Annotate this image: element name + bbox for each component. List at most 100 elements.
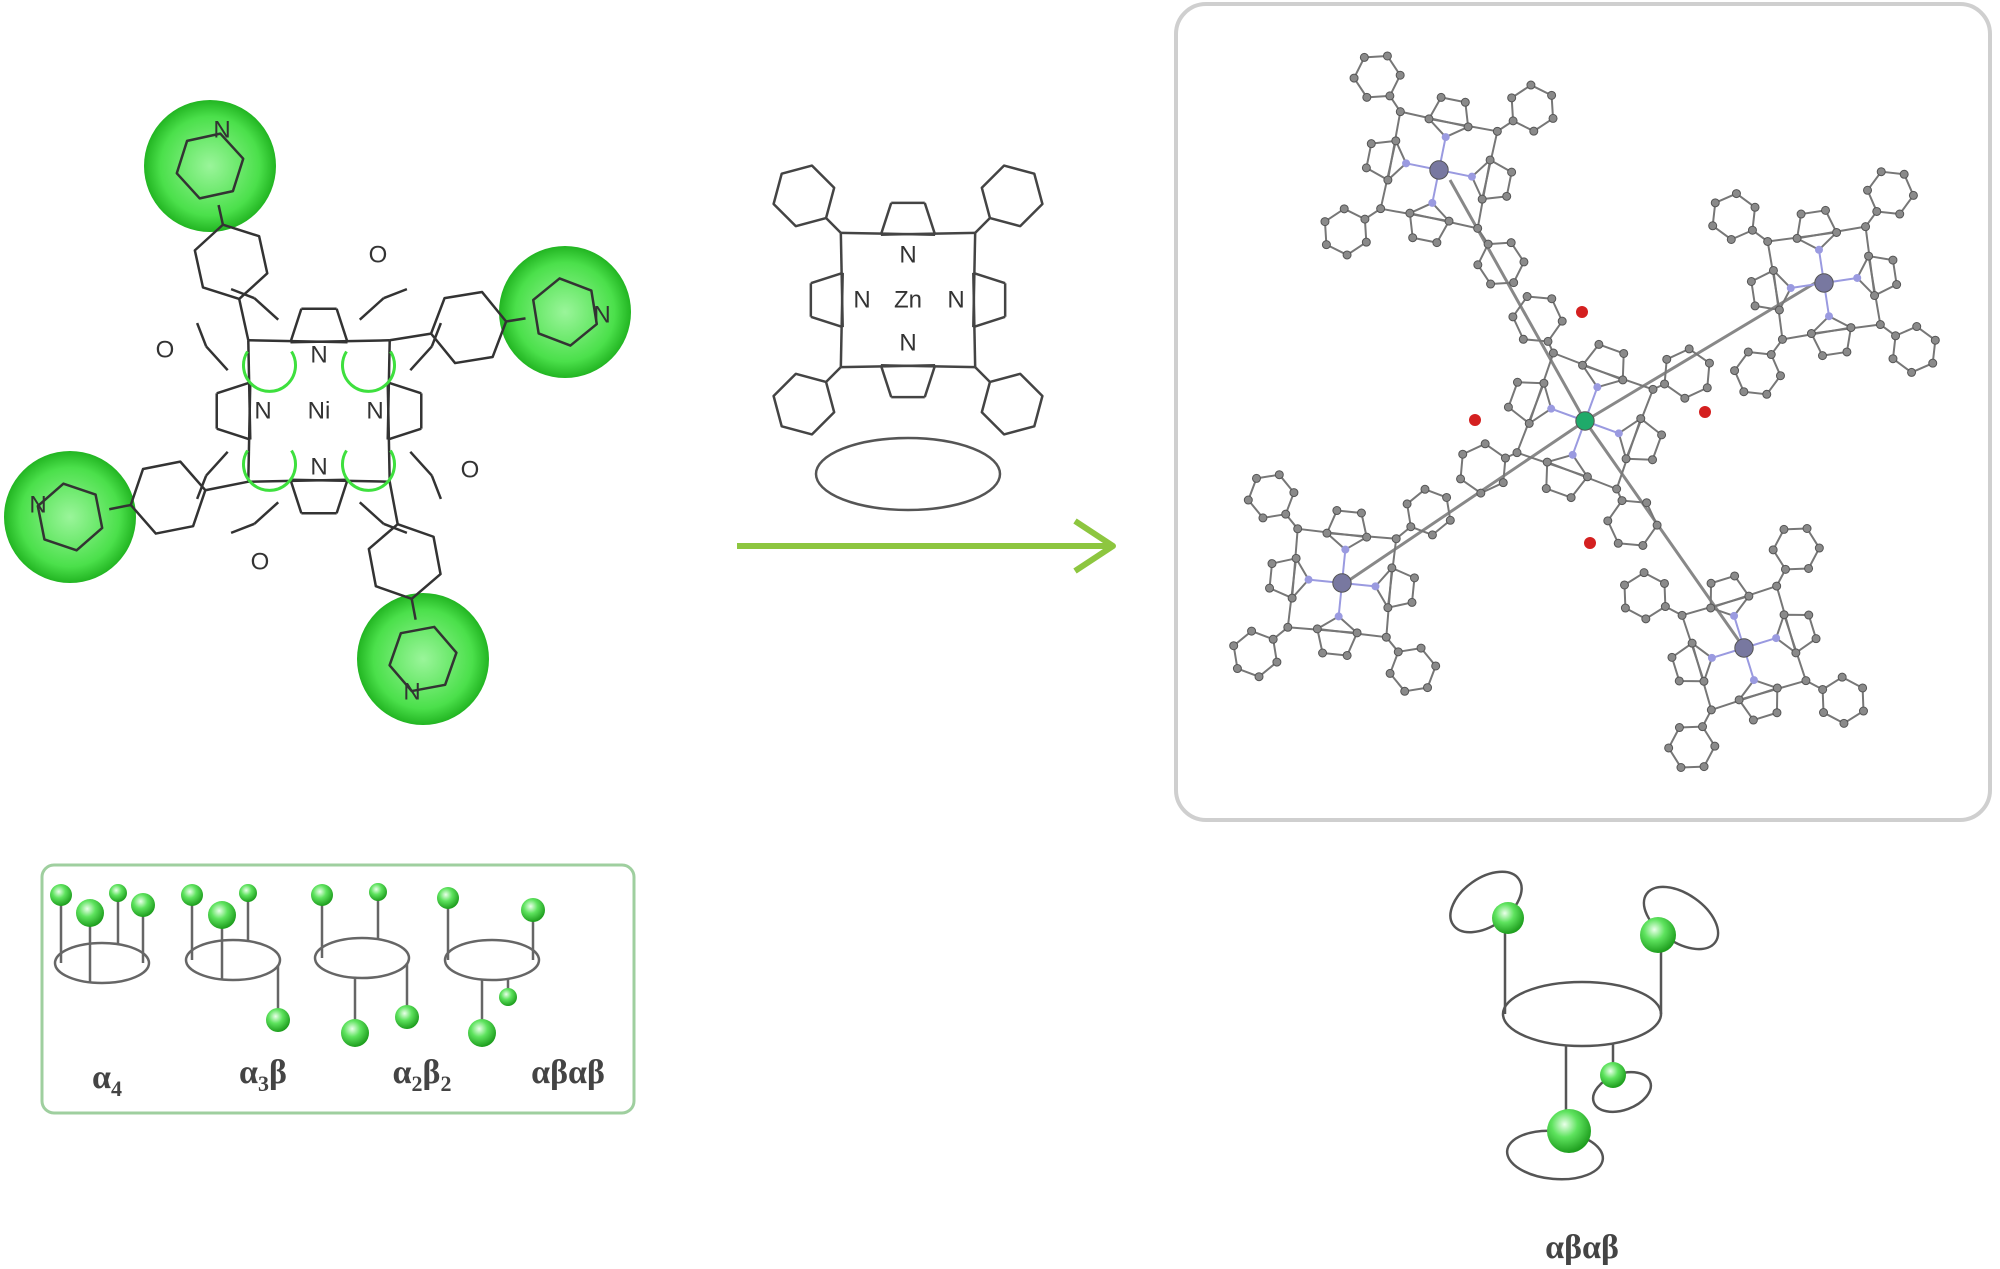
bond bbox=[1796, 225, 1866, 240]
carbon-atom bbox=[1393, 647, 1403, 657]
carbon-atom bbox=[1498, 478, 1508, 488]
carbon-atom bbox=[1863, 185, 1873, 195]
carbon-atom bbox=[1699, 676, 1709, 686]
nitrogen-atom bbox=[1749, 676, 1758, 685]
carbon-atom bbox=[1539, 378, 1549, 388]
bond bbox=[923, 364, 937, 398]
bond bbox=[974, 217, 991, 234]
bond bbox=[389, 332, 432, 342]
bond bbox=[1711, 687, 1778, 711]
carbon-atom bbox=[1385, 668, 1395, 678]
carbon-atom bbox=[1641, 614, 1651, 624]
bond bbox=[1710, 585, 1777, 609]
carbon-atom bbox=[1779, 524, 1789, 534]
oxygen-atom bbox=[1469, 414, 1481, 426]
carbon-atom bbox=[1620, 580, 1630, 590]
carbon-atom bbox=[1502, 191, 1512, 201]
carbon-atom bbox=[1731, 189, 1741, 199]
carbon-atom bbox=[1400, 686, 1410, 696]
nitrogen-atom bbox=[1441, 133, 1450, 142]
pyridyl-balls bbox=[50, 883, 545, 1047]
nitrogen-atom bbox=[1467, 172, 1476, 181]
metal-atom bbox=[1429, 160, 1449, 180]
carbon-atom bbox=[1541, 484, 1551, 494]
bond bbox=[216, 427, 251, 441]
carbon-atom bbox=[1744, 591, 1754, 601]
bond bbox=[839, 232, 844, 328]
carbon-atom bbox=[1870, 291, 1880, 301]
carbon-atom bbox=[1791, 648, 1801, 658]
nitrogen-atom bbox=[1614, 429, 1623, 438]
carbon-atom bbox=[1291, 553, 1301, 563]
carbon-atom bbox=[1746, 276, 1756, 286]
carbon-atom bbox=[1578, 360, 1588, 370]
methoxyphenyl-ring bbox=[129, 460, 207, 535]
bond bbox=[825, 217, 842, 234]
bond bbox=[388, 481, 399, 525]
carbon-atom bbox=[1674, 676, 1684, 686]
nitrogen-atom bbox=[1371, 582, 1380, 591]
carbon-atom bbox=[1676, 762, 1686, 772]
pyridine-n-label: N bbox=[403, 679, 420, 706]
nitrogen-atom bbox=[1707, 653, 1716, 662]
pyridine-highlight bbox=[499, 246, 631, 378]
carbon-atom bbox=[1458, 449, 1468, 459]
carbon-atom bbox=[1312, 624, 1322, 634]
carbon-atom bbox=[1750, 202, 1760, 212]
carbon-atom bbox=[1463, 122, 1473, 132]
carbon-atom bbox=[1395, 107, 1405, 117]
carbon-atom bbox=[1710, 198, 1720, 208]
n-atom-label: N bbox=[310, 342, 327, 369]
carbon-atom bbox=[1456, 474, 1466, 484]
bond bbox=[1516, 451, 1588, 478]
bond bbox=[972, 271, 1006, 285]
bond bbox=[923, 202, 937, 236]
bond bbox=[1291, 528, 1299, 599]
ethyl-bond bbox=[409, 345, 433, 372]
pyridine-highlight bbox=[4, 451, 136, 583]
ethyl-bond bbox=[230, 287, 255, 300]
methoxy-o-label: O bbox=[461, 457, 480, 484]
carbon-atom bbox=[1928, 358, 1938, 368]
carbon-atom bbox=[1385, 91, 1395, 101]
methoxy-o-label: O bbox=[251, 549, 270, 576]
carbon-atom bbox=[1409, 573, 1419, 583]
n-atom-label: N bbox=[310, 454, 327, 481]
ethyl-bond bbox=[205, 450, 229, 477]
carbon-atom bbox=[1792, 233, 1802, 243]
carbon-atom bbox=[1801, 676, 1811, 686]
carbon-atom bbox=[1775, 371, 1785, 381]
carbon-atom bbox=[1680, 393, 1690, 403]
ni-porphyrin-tetrapyridyl-structure: Ni N N N N N N N N O O O O bbox=[4, 100, 631, 725]
carbon-atom bbox=[1356, 508, 1366, 518]
carbon-atom bbox=[1861, 222, 1871, 232]
carbon-atom bbox=[1804, 610, 1814, 620]
bond bbox=[825, 366, 842, 383]
zn-porphyrin-bonds bbox=[772, 164, 1044, 436]
carbon-atom bbox=[1618, 375, 1628, 385]
bond bbox=[1766, 241, 1781, 311]
carbon-atom bbox=[1526, 80, 1536, 90]
oxygen-atom bbox=[1576, 306, 1588, 318]
bond bbox=[237, 298, 250, 341]
rotation-arrow bbox=[341, 449, 396, 492]
carbon-atom bbox=[1247, 626, 1257, 636]
bond bbox=[1386, 538, 1398, 608]
carbon-atom bbox=[1639, 568, 1649, 578]
phenyl-ring bbox=[980, 164, 1044, 228]
carbon-atom bbox=[1381, 632, 1391, 642]
atropisomer-legend-box bbox=[40, 863, 636, 1115]
phenyl-ring bbox=[772, 164, 836, 228]
carbon-atom bbox=[1339, 204, 1349, 214]
carbon-atom bbox=[1674, 723, 1684, 733]
n-atom-label: N bbox=[899, 242, 916, 269]
bond bbox=[840, 231, 936, 236]
carbon-atom bbox=[1366, 139, 1376, 149]
carbon-atom bbox=[1391, 136, 1401, 146]
carbon-atom bbox=[1503, 402, 1513, 412]
bond bbox=[1582, 364, 1654, 391]
carbon-atom bbox=[1477, 194, 1487, 204]
carbon-atom bbox=[1507, 93, 1517, 103]
carbon-atom bbox=[1708, 221, 1718, 231]
carbon-atom bbox=[1638, 540, 1648, 550]
